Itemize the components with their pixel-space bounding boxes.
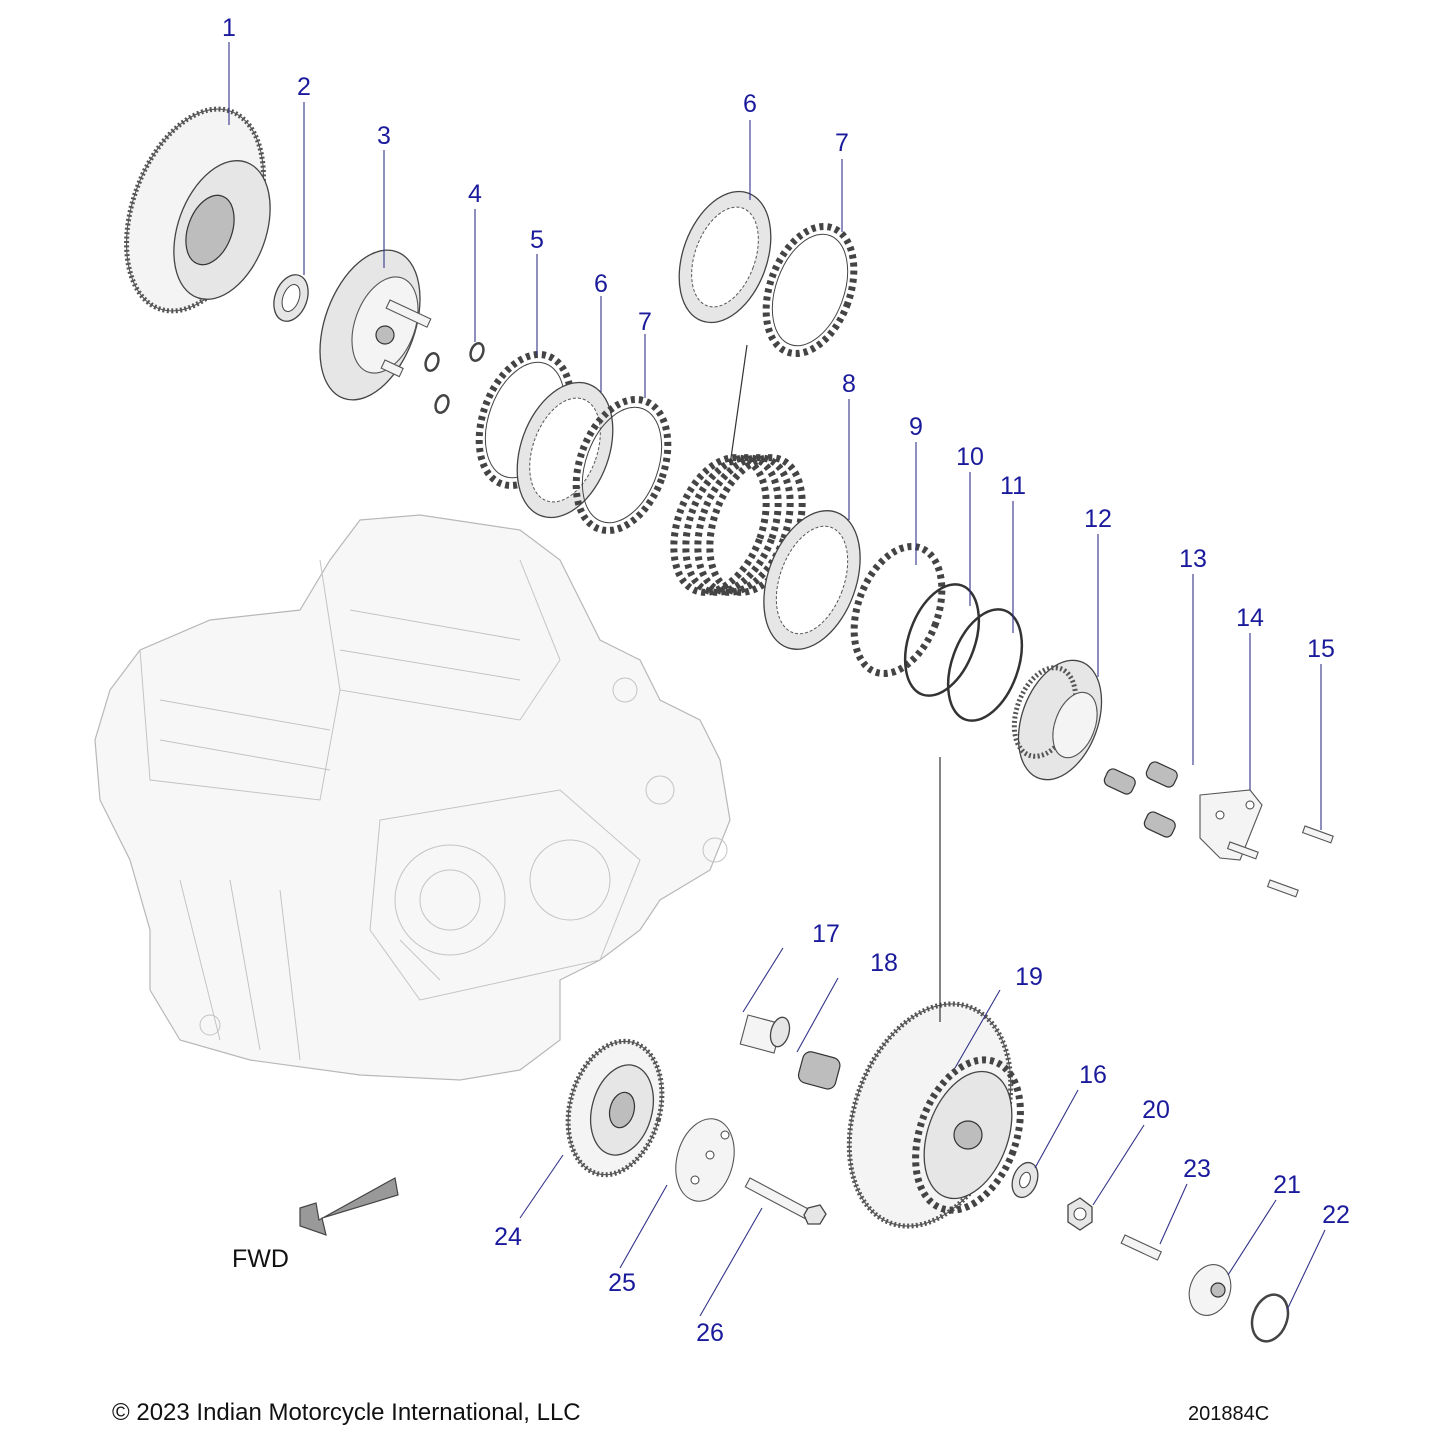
- callout-24[interactable]: 24: [494, 1223, 522, 1251]
- part-13-clutch-springs[interactable]: [1102, 760, 1179, 839]
- part-15-screws[interactable]: [1226, 825, 1334, 898]
- part-16-washer[interactable]: [1008, 1159, 1043, 1201]
- callout-12[interactable]: 12: [1084, 505, 1112, 533]
- callout-2[interactable]: 2: [297, 73, 311, 101]
- callout-21[interactable]: 21: [1273, 1171, 1301, 1199]
- callout-5[interactable]: 5: [530, 226, 544, 254]
- fwd-label: FWD: [232, 1245, 289, 1273]
- callout-15[interactable]: 15: [1307, 635, 1335, 663]
- part-25-disc[interactable]: [667, 1112, 743, 1208]
- engine-block: [94, 514, 731, 1081]
- part-3-pressure-plate[interactable]: [301, 236, 439, 413]
- callout-9[interactable]: 9: [909, 413, 923, 441]
- part-9-friction-plate[interactable]: [838, 534, 958, 685]
- part-8-steel-plate[interactable]: [746, 497, 878, 662]
- part-20-nut[interactable]: [1067, 1197, 1093, 1231]
- copyright-notice: © 2023 Indian Motorcycle International, …: [112, 1399, 581, 1426]
- part-1-clutch-basket[interactable]: [101, 90, 289, 330]
- part-2-thrust-washer[interactable]: [268, 270, 314, 326]
- callout-7-lower[interactable]: 7: [638, 308, 652, 336]
- part-6-steel-plate-upper[interactable]: [662, 179, 787, 336]
- callout-16[interactable]: 16: [1079, 1061, 1107, 1089]
- part-17-bushing[interactable]: [739, 1014, 792, 1054]
- callout-4[interactable]: 4: [468, 180, 482, 208]
- arrow-down-left-icon: [299, 1177, 399, 1236]
- part-7-friction-plate-lower[interactable]: [559, 387, 684, 544]
- leader-lines: [228, 42, 1326, 1317]
- callout-14[interactable]: 14: [1236, 604, 1264, 632]
- part-19-clutch-gear-assembly[interactable]: [820, 981, 1040, 1248]
- part-22-snap-ring[interactable]: [1246, 1290, 1294, 1347]
- callout-23[interactable]: 23: [1183, 1155, 1211, 1183]
- callout-8[interactable]: 8: [842, 370, 856, 398]
- part-12-clutch-hub[interactable]: [1003, 649, 1117, 792]
- callout-6-lower[interactable]: 6: [594, 270, 608, 298]
- callout-13[interactable]: 13: [1179, 545, 1207, 573]
- callout-labels: 1 2 3 4 5 6 7 6 7 8 9 10 11 12 13 14 15 …: [222, 14, 1350, 1347]
- callout-6-upper[interactable]: 6: [743, 90, 757, 118]
- part-4-circlip[interactable]: [423, 341, 485, 414]
- part-10-wire-ring[interactable]: [891, 574, 993, 706]
- part-18-needle-bearing[interactable]: [797, 1050, 842, 1091]
- part-6-steel-plate-lower[interactable]: [500, 369, 631, 531]
- callout-11[interactable]: 11: [1000, 472, 1026, 500]
- part-23-pin[interactable]: [1120, 1234, 1162, 1261]
- drawing-number: 201884C: [1188, 1403, 1270, 1425]
- callout-10[interactable]: 10: [956, 443, 984, 471]
- callout-20[interactable]: 20: [1142, 1096, 1170, 1124]
- callout-22[interactable]: 22: [1322, 1201, 1350, 1229]
- clutch-plate-stack[interactable]: [657, 445, 820, 605]
- callout-26[interactable]: 26: [696, 1319, 724, 1347]
- callout-1[interactable]: 1: [222, 14, 236, 42]
- part-11-wire-ring[interactable]: [934, 599, 1036, 731]
- callout-19[interactable]: 19: [1015, 963, 1043, 991]
- part-21-release-bearing[interactable]: [1182, 1259, 1237, 1322]
- part-7-friction-plate-upper[interactable]: [750, 214, 870, 365]
- callout-3[interactable]: 3: [377, 122, 391, 150]
- callout-18[interactable]: 18: [870, 949, 898, 977]
- callout-17[interactable]: 17: [812, 920, 840, 948]
- part-26-bolt[interactable]: [744, 1177, 827, 1225]
- callout-7-upper[interactable]: 7: [835, 129, 849, 157]
- part-24-drive-gear[interactable]: [554, 1031, 676, 1186]
- callout-25[interactable]: 25: [608, 1269, 636, 1297]
